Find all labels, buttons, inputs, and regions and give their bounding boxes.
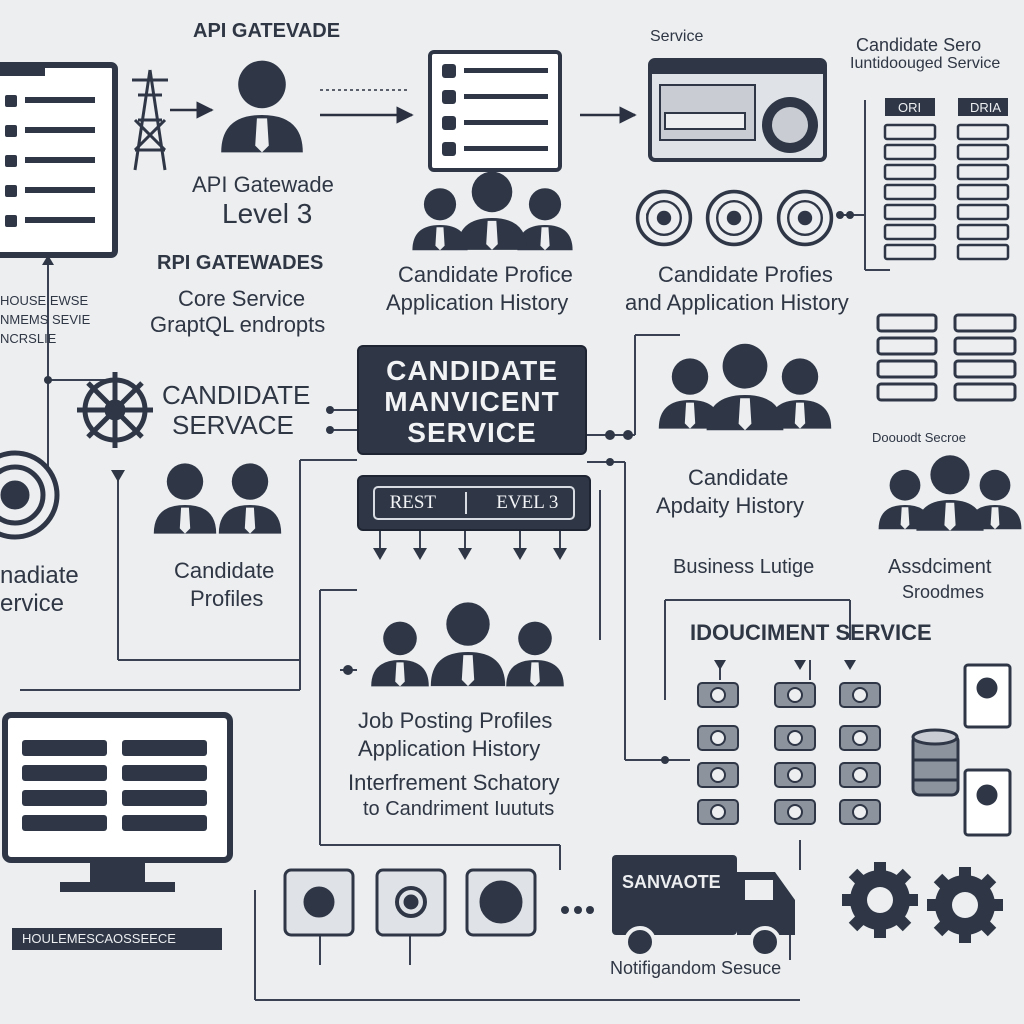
checklist-icon	[428, 50, 562, 172]
job-posting-label-4: to Candriment Iuututs	[363, 798, 555, 820]
graphql-endpoints-label: GraptQL endropts	[150, 312, 326, 337]
candidate-history-label-1: Candidate	[688, 465, 789, 490]
cog-icons	[842, 862, 1003, 943]
candidate-profice-label-1: Candidate Profice	[398, 262, 573, 287]
node-icons	[635, 189, 834, 247]
job-posting-label-1: Job Posting Profiles	[358, 708, 553, 733]
notification-service-label: Notifigandom Sesuce	[610, 958, 782, 978]
candidate-profiles-app-label-2: and Application History	[625, 290, 849, 315]
module-icons	[283, 868, 537, 937]
target-icon	[0, 450, 60, 540]
left-small-label-2: NMEMS SEVIE	[0, 312, 91, 327]
api-gateway-level-label: API Gatewade	[192, 172, 334, 197]
document-service-small-label: Doouodt Secroe	[872, 430, 966, 445]
truck-label: SANVAOTE	[622, 872, 721, 892]
candidate-pair-icon	[153, 463, 282, 534]
level-label: EVEL 3	[496, 492, 559, 513]
candidate-service-label-2: SERVACE	[172, 410, 294, 440]
database-table-icon	[883, 98, 1010, 261]
cms-line1: CANDIDATE	[386, 355, 558, 386]
group-center-icon	[371, 602, 564, 687]
top-api-gateway-label: API GATEVADE	[193, 20, 341, 42]
rest-level-box[interactable]: REST EVEL 3	[357, 475, 591, 531]
candidate-profiles-label-1: Candidate	[174, 558, 275, 583]
monitor-caption: HOULEMESCAOSSEECE	[22, 931, 176, 946]
left-small-label-1: HOUSE EWSE	[0, 293, 89, 308]
server-stack-icon	[876, 313, 1017, 402]
document-service-label: IDOUCIMENT SERVICE	[690, 620, 932, 645]
monitor-icon	[2, 712, 233, 950]
db-header-right: DRIA	[970, 100, 1002, 115]
candidate-service-top-label-1: Candidate Sero	[856, 35, 982, 55]
db-header-left: ORI	[898, 100, 922, 115]
group-icon	[412, 171, 573, 251]
clipboard-icon	[0, 62, 118, 258]
candidate-service-top-label-2: Iuntidoouged Service	[850, 55, 1001, 72]
assessment-label-2: Sroodmes	[902, 582, 985, 602]
database-icon	[911, 728, 960, 797]
left-edge-service-2: ervice	[0, 590, 65, 617]
candidate-profice-label-2: Application History	[386, 290, 569, 315]
server-window-icon	[648, 58, 827, 162]
group-far-right-icon	[878, 455, 1022, 531]
document-icon	[963, 663, 1012, 837]
candidate-management-service-box[interactable]: CANDIDATE MANVICENT SERVICE	[357, 345, 587, 455]
candidate-profiles-label-2: Profiles	[190, 586, 264, 611]
candidate-profiles-app-label-1: Candidate Profies	[658, 262, 833, 287]
level-3-label: Level 3	[222, 198, 313, 229]
cms-line2: MANVICENT	[384, 386, 560, 417]
person-icon	[221, 60, 303, 153]
top-service-label: Service	[650, 28, 704, 45]
business-logic-label: Business Lutige	[673, 556, 815, 578]
candidate-service-label-1: CANDIDATE	[162, 380, 311, 410]
rest-separator	[465, 492, 468, 514]
document-db-tiles	[697, 682, 881, 825]
left-edge-service-1: nadiate	[0, 562, 79, 589]
core-service-label: Core Service	[178, 286, 306, 311]
cms-line3: SERVICE	[407, 417, 537, 448]
gear-icon	[77, 372, 153, 448]
power-tower-icon	[132, 69, 168, 171]
candidate-history-label-2: Apdaity History	[656, 493, 804, 518]
rpi-gatewades-label: RPI GATEWADES	[157, 252, 324, 274]
truck-icon	[612, 855, 795, 958]
job-posting-label-2: Application History	[358, 736, 541, 761]
group-right-icon	[658, 343, 832, 431]
rest-label: REST	[389, 492, 437, 513]
rest-level-inner: REST EVEL 3	[373, 486, 575, 520]
job-posting-label-3: Interfrement Schatory	[348, 770, 560, 795]
left-small-label-3: NCRSLIE	[0, 331, 57, 346]
assessment-label-1: Assdciment	[888, 556, 992, 578]
